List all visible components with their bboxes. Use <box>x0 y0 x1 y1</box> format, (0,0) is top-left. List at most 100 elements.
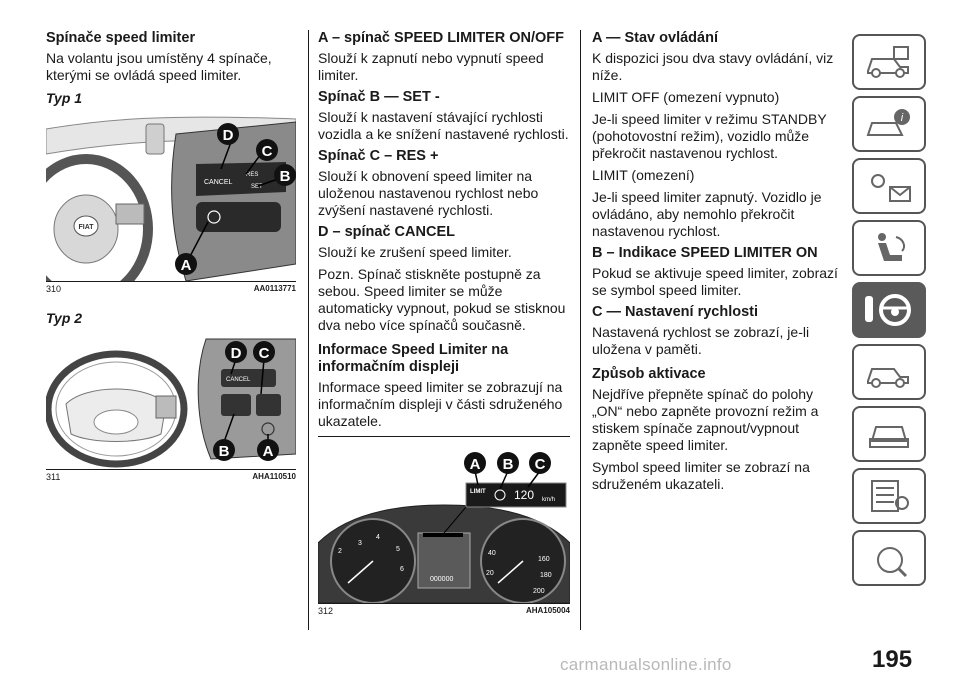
label-a: A <box>263 443 274 460</box>
label-c: C <box>535 456 546 473</box>
svg-text:200: 200 <box>533 588 545 595</box>
heading-switch-a: A – spínač SPEED LIMITER ON/OFF <box>318 30 564 46</box>
figure-310-caption: 310 AA0113771 <box>46 284 296 294</box>
lights-message-icon <box>871 174 911 202</box>
car-wrench-icon <box>867 368 909 388</box>
tab-lights-message[interactable] <box>852 158 926 214</box>
heading-state: A — Stav ovládání <box>592 30 718 46</box>
figure-310: FIAT CANCEL RES SET D C B A <box>19 114 297 304</box>
text-indication: Pokud se aktivuje speed limiter, zobrazí… <box>592 265 838 298</box>
res-button-text: RES <box>246 172 258 178</box>
page-number: 195 <box>872 646 913 673</box>
figure-311-caption: 311 AHA110510 <box>46 472 296 482</box>
tab-car-front[interactable] <box>852 406 926 462</box>
speed-limiter-indicator-icon <box>494 489 506 501</box>
svg-text:i: i <box>901 112 904 124</box>
heading-indication: B – Indikace SPEED LIMITER ON <box>592 245 818 261</box>
figure-number: 312 <box>318 606 334 616</box>
odometer-text: 000000 <box>430 576 453 583</box>
text-speed-setting: Nastavená rychlost se zobrazí, je-li ulo… <box>592 324 810 357</box>
svg-text:4: 4 <box>376 534 380 541</box>
label-d: D <box>223 127 234 144</box>
column-2: A – spínač SPEED LIMITER ON/OFF Slouží k… <box>317 30 571 616</box>
display-speed-text: 120 <box>514 488 534 502</box>
list-settings-icon <box>871 480 909 512</box>
heading-info-display: Informace Speed Limiter na informačním d… <box>318 342 509 375</box>
figure-number: 311 <box>46 472 61 482</box>
cancel-button-text: CANCEL <box>226 377 251 383</box>
svg-text:FIAT: FIAT <box>78 224 94 231</box>
key-steering-icon <box>865 294 911 326</box>
svg-text:40: 40 <box>488 550 496 557</box>
figure-312: 000000 3 4 5 6 2 40 20 160 180 200 LIMIT… <box>317 443 571 604</box>
type-2-label: Typ 2 <box>46 310 83 326</box>
display-limit-text: LIMIT <box>470 489 486 495</box>
steering-wheel-type1-illustration: FIAT CANCEL RES SET D C B A <box>19 114 297 304</box>
text-limit: LIMIT (omezení) <box>592 167 695 183</box>
text-activation-2: Symbol speed limiter se zobrazí na sdruž… <box>592 459 810 492</box>
figure-number: 310 <box>46 284 62 294</box>
text-state-intro: K dispozici jsou dva stavy ovládání, viz… <box>592 50 834 83</box>
figure-312-caption: 312 AHA105004 <box>318 606 570 616</box>
text-standby: Je-li speed limiter v režimu STANDBY (po… <box>592 111 827 161</box>
text-limit-off: LIMIT OFF (omezení vypnuto) <box>592 89 780 105</box>
cancel-button-text: CANCEL <box>204 179 233 186</box>
tab-car-info[interactable] <box>852 34 926 90</box>
display-unit-text: km/h <box>542 497 555 503</box>
car-warning-icon: i <box>866 109 910 136</box>
text-limit-on: Je-li speed limiter zapnutý. Vozidlo je … <box>592 189 822 239</box>
type-1-label: Typ 1 <box>46 90 83 106</box>
alphabet-index-icon <box>877 547 908 578</box>
tab-alphabet-index[interactable] <box>852 530 926 586</box>
heading-switch-c: Spínač C – RES + <box>318 148 439 164</box>
svg-text:5: 5 <box>396 546 400 553</box>
figure-311: CANCEL D C B A <box>44 334 297 470</box>
section-heading: Spínače speed limiter <box>46 30 196 46</box>
label-b: B <box>280 168 291 185</box>
text-activation-1: Nejdříve přepněte spínač do polohy „ON“ … <box>592 386 819 453</box>
heading-switch-d: D – spínač CANCEL <box>318 224 455 240</box>
label-d: D <box>231 345 242 362</box>
heading-activation: Způsob aktivace <box>592 366 706 382</box>
tab-car-wrench[interactable] <box>852 344 926 400</box>
instrument-cluster-illustration: 000000 3 4 5 6 2 40 20 160 180 200 LIMIT… <box>317 443 571 604</box>
column-3: A — Stav ovládání K dispozici jsou dva s… <box>592 30 842 498</box>
label-c: C <box>262 143 273 160</box>
text-info-display: Informace speed limiter se zobrazují na … <box>318 379 563 429</box>
svg-text:180: 180 <box>540 572 552 579</box>
svg-text:2: 2 <box>338 548 342 555</box>
tab-key-steering[interactable] <box>852 282 926 338</box>
column-divider <box>580 30 581 630</box>
car-info-icon <box>867 46 909 78</box>
label-a: A <box>470 456 481 473</box>
car-front-icon <box>869 426 909 448</box>
chapter-tabs: i <box>852 34 932 592</box>
column-1: Spínače speed limiter Na volantu jsou um… <box>19 30 297 482</box>
speed-limiter-icon <box>207 210 221 224</box>
tab-car-warning[interactable]: i <box>852 96 926 152</box>
note-text: Pozn. Spínač stiskněte postupně za sebou… <box>318 266 566 333</box>
label-b: B <box>219 443 230 460</box>
figure-code: AHA110510 <box>252 472 296 481</box>
airbag-seat-icon <box>878 233 905 261</box>
heading-speed-setting: C — Nastavení rychlosti <box>592 304 758 320</box>
text-switch-b: Slouží k nastavení stávající rychlosti v… <box>318 109 569 142</box>
svg-text:6: 6 <box>400 566 404 573</box>
figure-code: AA0113771 <box>253 284 296 293</box>
figure-code: AHA105004 <box>525 606 570 615</box>
label-c: C <box>259 345 270 362</box>
heading-switch-b: Spínač B — SET - <box>318 89 440 105</box>
steering-wheel-type2-illustration: CANCEL D C B A <box>44 334 297 469</box>
label-a: A <box>181 257 192 274</box>
text-switch-c: Slouží k obnovení speed limiter na ulože… <box>318 168 539 218</box>
svg-text:160: 160 <box>538 556 550 563</box>
text-switch-a: Slouží k zapnutí nebo vypnutí speed limi… <box>318 50 544 83</box>
intro-text: Na volantu jsou umístěny 4 spínače, kter… <box>46 50 272 83</box>
svg-text:3: 3 <box>358 540 362 547</box>
label-b: B <box>503 456 514 473</box>
tab-list-settings[interactable] <box>852 468 926 524</box>
watermark: carmanualsonline.info <box>560 655 732 674</box>
set-button-text: SET <box>251 184 263 190</box>
column-divider <box>308 30 309 630</box>
tab-airbag-seat[interactable] <box>852 220 926 276</box>
